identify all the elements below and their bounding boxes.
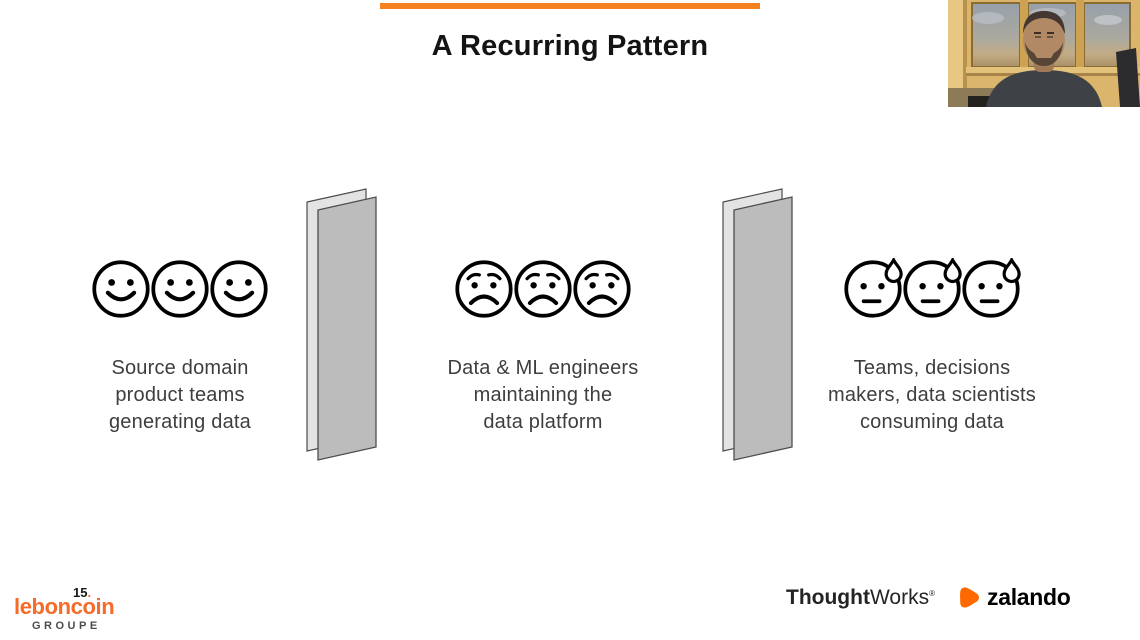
group-caption: Teams, decisions makers, data scientists… bbox=[807, 355, 1057, 436]
group-caption: Data & ML engineers maintaining the data… bbox=[418, 355, 668, 436]
group-source-domain-teams: Source domain product teams generating d… bbox=[55, 258, 305, 436]
caption-line: generating data bbox=[108, 411, 251, 433]
zalando-logo: zalando bbox=[957, 584, 1071, 611]
presenter-webcam-video[interactable] bbox=[948, 0, 1140, 107]
caption-line: consuming data bbox=[859, 411, 1004, 433]
leboncoin-groupe-label: GROUPE bbox=[32, 620, 101, 632]
happy-face-icon bbox=[91, 258, 151, 320]
zalando-wordmark: zalando bbox=[987, 584, 1071, 610]
data-barrier-panel bbox=[722, 185, 802, 465]
worried-faces-row bbox=[418, 258, 668, 320]
data-barrier-panel bbox=[306, 185, 386, 465]
worried-face-icon bbox=[454, 258, 514, 320]
sweating-face-icon bbox=[843, 256, 903, 320]
happy-faces-row bbox=[55, 258, 305, 320]
leboncoin-anniversary: 15. bbox=[73, 585, 91, 600]
thoughtworks-logo: ThoughtWorks® bbox=[786, 586, 935, 610]
leboncoin-wordmark: leboncoin bbox=[14, 594, 115, 619]
caption-line: makers, data scientists bbox=[827, 384, 1036, 406]
caption-line: Source domain bbox=[111, 357, 249, 379]
group-data-consumers: Teams, decisions makers, data scientists… bbox=[807, 256, 1057, 436]
caption-line: product teams bbox=[115, 384, 245, 406]
caption-line: maintaining the bbox=[473, 384, 613, 406]
anniversary-number: 15 bbox=[73, 585, 88, 600]
presenter-illustration bbox=[948, 0, 1140, 107]
thoughtworks-wordmark-regular: Works bbox=[869, 586, 930, 609]
group-platform-engineers: Data & ML engineers maintaining the data… bbox=[418, 258, 668, 436]
sweating-face-icon bbox=[902, 256, 962, 320]
sweating-faces-row bbox=[807, 256, 1057, 320]
anniversary-dot: . bbox=[87, 585, 92, 600]
leboncoin-logo: 15. leboncoin GROUPE bbox=[10, 583, 180, 638]
thoughtworks-wordmark-bold: Thought bbox=[786, 586, 870, 609]
registered-trademark-icon: ® bbox=[929, 589, 935, 598]
slide-title: A Recurring Pattern bbox=[431, 30, 709, 62]
caption-line: Data & ML engineers bbox=[447, 357, 639, 379]
group-caption: Source domain product teams generating d… bbox=[55, 355, 305, 436]
caption-line: data platform bbox=[483, 411, 603, 433]
caption-line: Teams, decisions bbox=[853, 357, 1011, 379]
worried-face-icon bbox=[572, 258, 632, 320]
happy-face-icon bbox=[150, 258, 210, 320]
sweating-face-icon bbox=[961, 256, 1021, 320]
zalando-play-icon bbox=[957, 585, 982, 610]
happy-face-icon bbox=[209, 258, 269, 320]
worried-face-icon bbox=[513, 258, 573, 320]
title-accent-bar bbox=[380, 3, 760, 9]
